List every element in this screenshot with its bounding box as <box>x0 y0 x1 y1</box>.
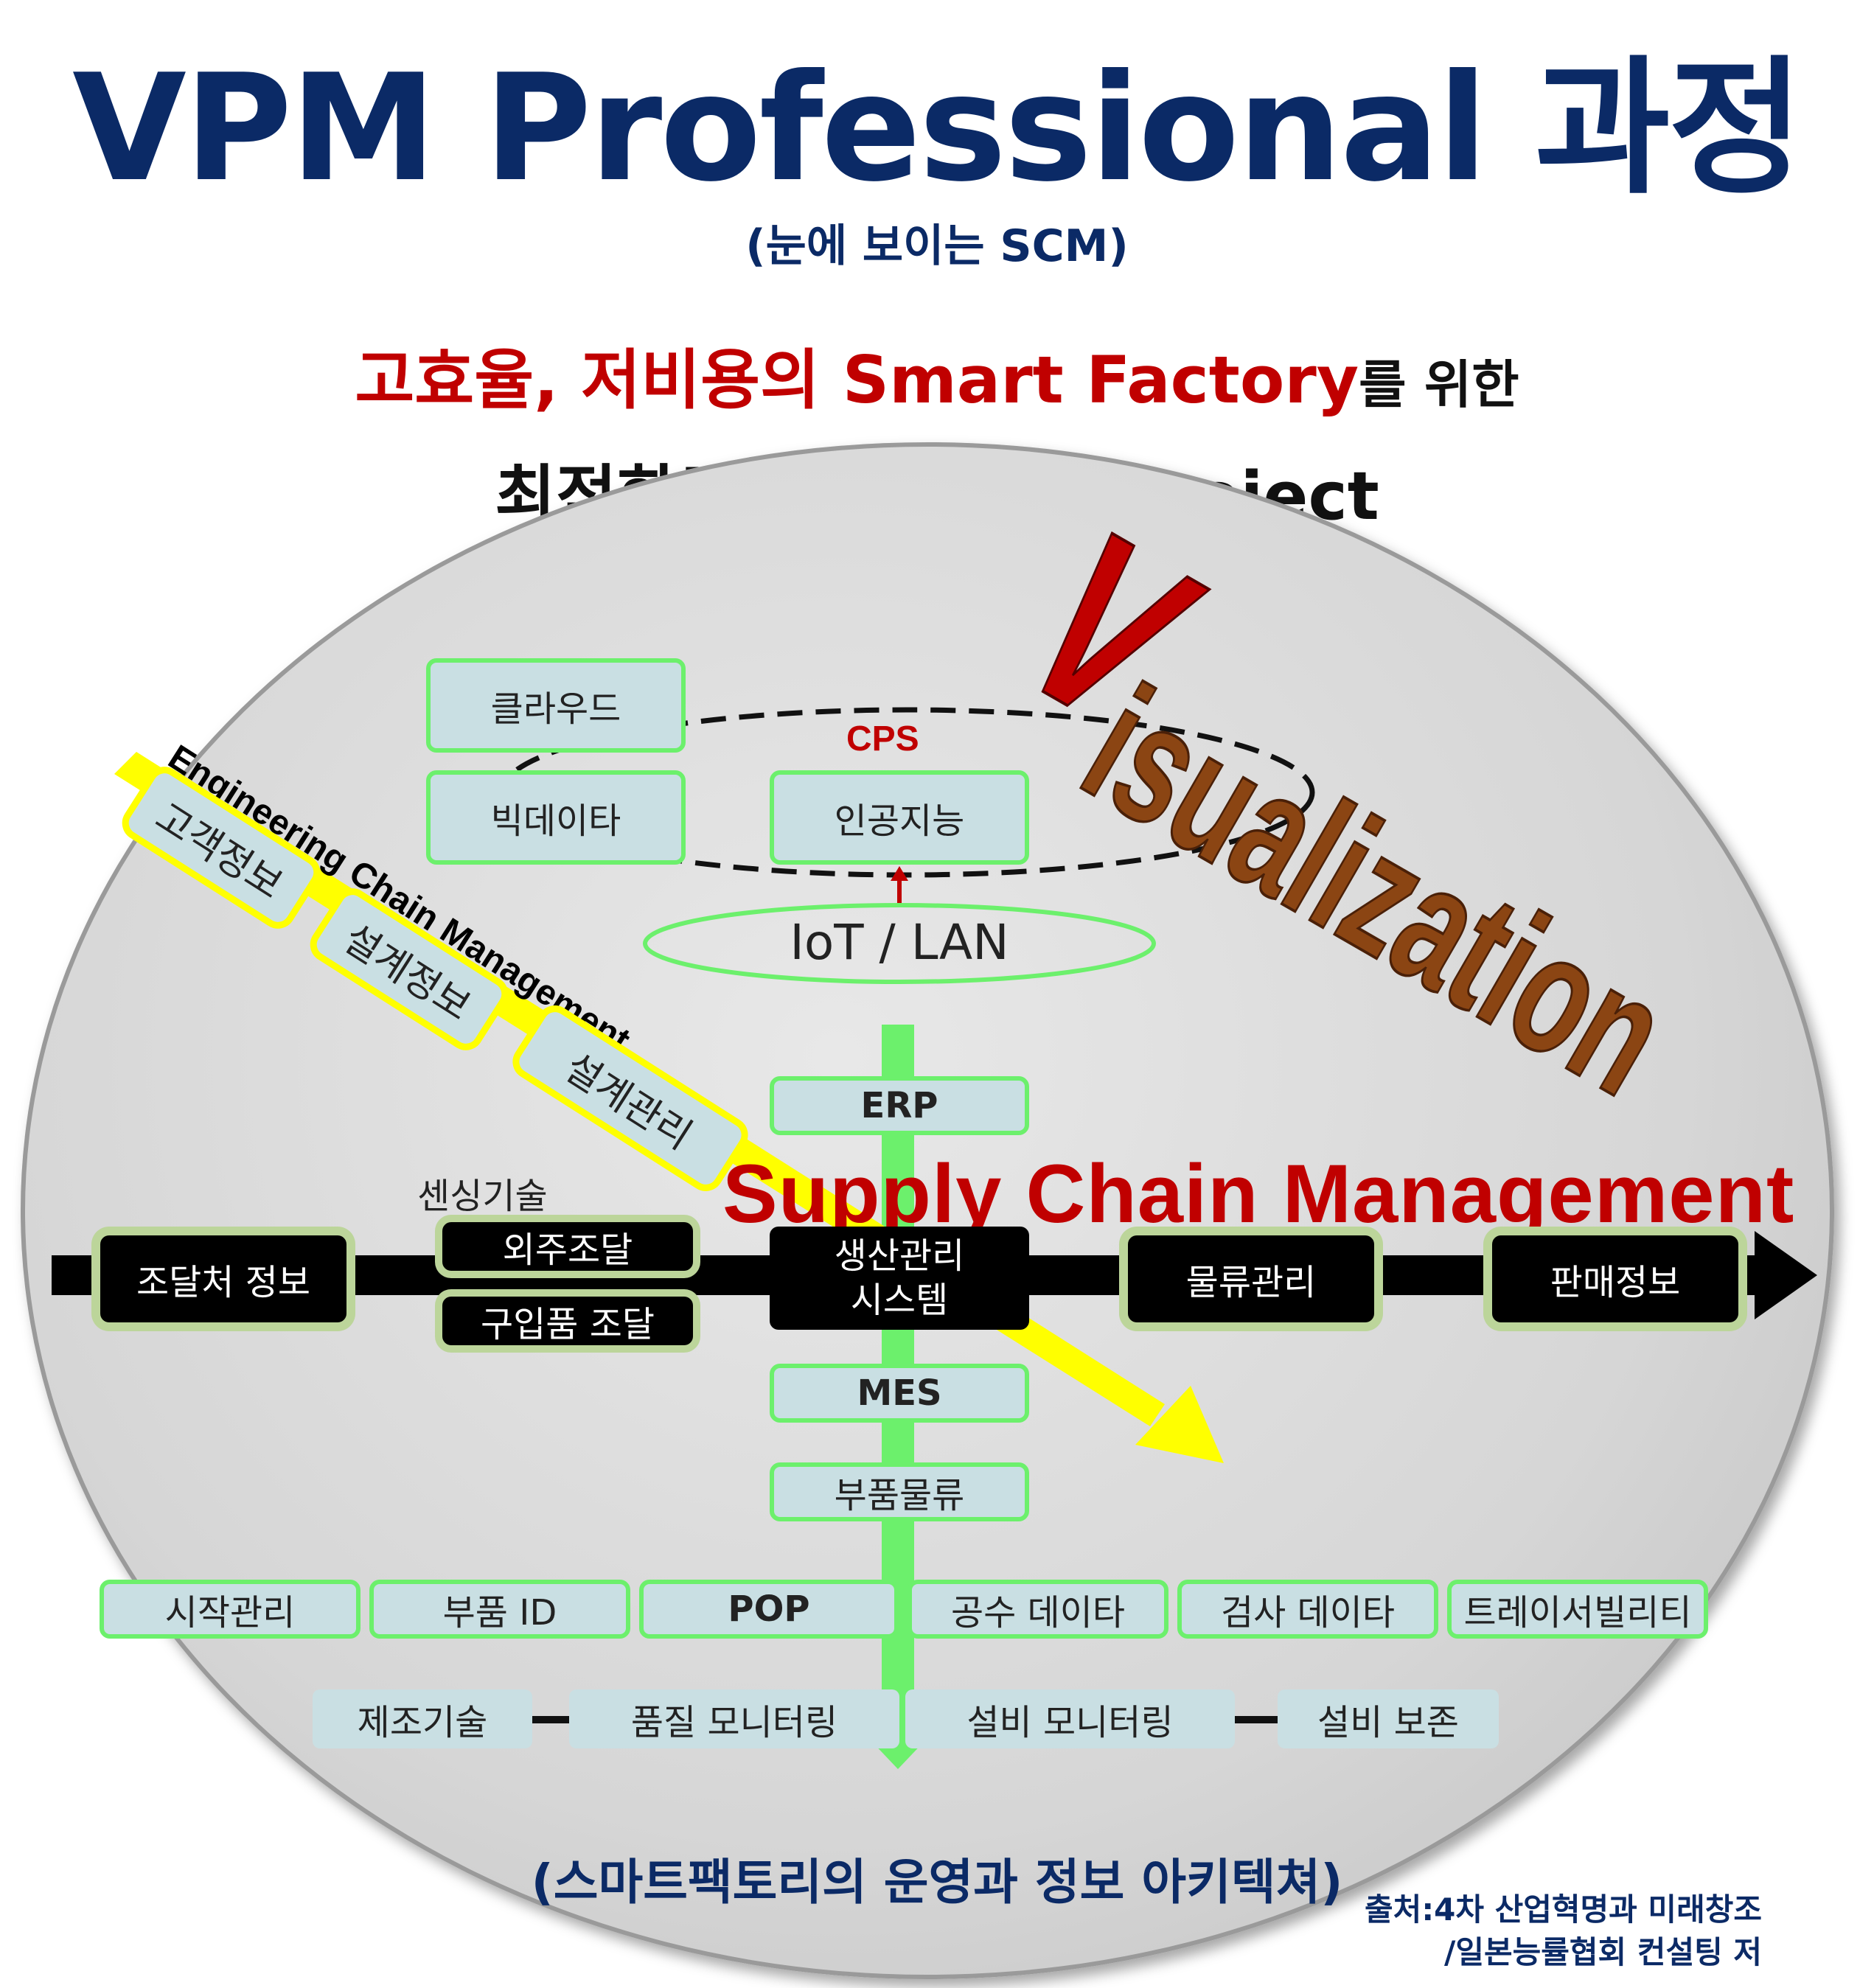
supplier-info-box: 조달처 정보 <box>100 1235 346 1322</box>
visualization-text: V isualization <box>986 478 1699 1132</box>
row2-manufacturing-tech: 제조기술 <box>313 1689 532 1748</box>
cps-label: CPS <box>846 719 919 758</box>
visualization-rest: isualization <box>1056 650 1698 1131</box>
row2-equipment-maintenance: 설비 보존 <box>1278 1689 1499 1748</box>
iot-up-arrow <box>891 866 908 881</box>
row1-pop: POP <box>639 1580 899 1639</box>
scm-label: Supply Chain Management <box>722 1148 1795 1240</box>
source-line1: 출처:4차 산업혁명과 미래창조 <box>1365 1891 1762 1928</box>
cloud-box: 클라우드 <box>426 658 686 753</box>
headline-black: 를 위한 <box>1359 355 1519 415</box>
row2-quality-monitoring: 품질 모니터링 <box>569 1689 899 1748</box>
row1-traceability: 트레이서빌리티 <box>1447 1580 1708 1639</box>
purchase-box: 구입품 조달 <box>442 1297 693 1345</box>
iot-lan-label: IoT / LAN <box>790 914 1009 971</box>
source-note: 출처:4차 산업혁명과 미래창조 /일본능률협회 컨설팅 저 <box>1349 1888 1762 1974</box>
row1-inspection-data: 검사 데이타 <box>1177 1580 1438 1639</box>
bottom-caption: (스마트팩토리의 운영과 정보 아키텍쳐) <box>531 1854 1343 1911</box>
sales-info-box: 판매정보 <box>1492 1235 1738 1322</box>
ecm-arrow-head <box>1135 1386 1224 1463</box>
page-subtitle: (눈에 보이는 SCM) <box>745 220 1129 272</box>
bigdata-box: 빅데이타 <box>426 770 686 865</box>
row1-manhour-data: 공수 데이타 <box>908 1580 1168 1639</box>
logistics-box: 물류관리 <box>1128 1235 1374 1322</box>
ai-box: 인공지능 <box>770 770 1029 865</box>
supply-chain-arrow-head <box>1755 1231 1817 1319</box>
iot-ellipse <box>643 903 1156 984</box>
outsourcing-box: 외주조달 <box>442 1222 693 1271</box>
sensing-tech-label: 센싱기술 <box>417 1176 548 1217</box>
row1-prototype-mgmt: 시작관리 <box>100 1580 360 1639</box>
mes-box: MES <box>770 1364 1029 1423</box>
parts-logistics-box: 부품물류 <box>770 1462 1029 1521</box>
row2-equipment-monitoring: 설비 모니터링 <box>905 1689 1235 1748</box>
headline-red: 고효율, 저비용의 Smart Factory <box>355 342 1359 418</box>
page-title: VPM Professional 과정 <box>72 43 1804 215</box>
production-mgmt-box: 생산관리 시스템 <box>770 1227 1029 1330</box>
headline-line1: 고효율, 저비용의 Smart Factory를 위한 <box>0 328 1874 422</box>
row1-part-id: 부품 ID <box>369 1580 630 1639</box>
source-line2: /일본능률협회 컨설팅 저 <box>1444 1934 1762 1970</box>
erp-box: ERP <box>770 1076 1029 1135</box>
